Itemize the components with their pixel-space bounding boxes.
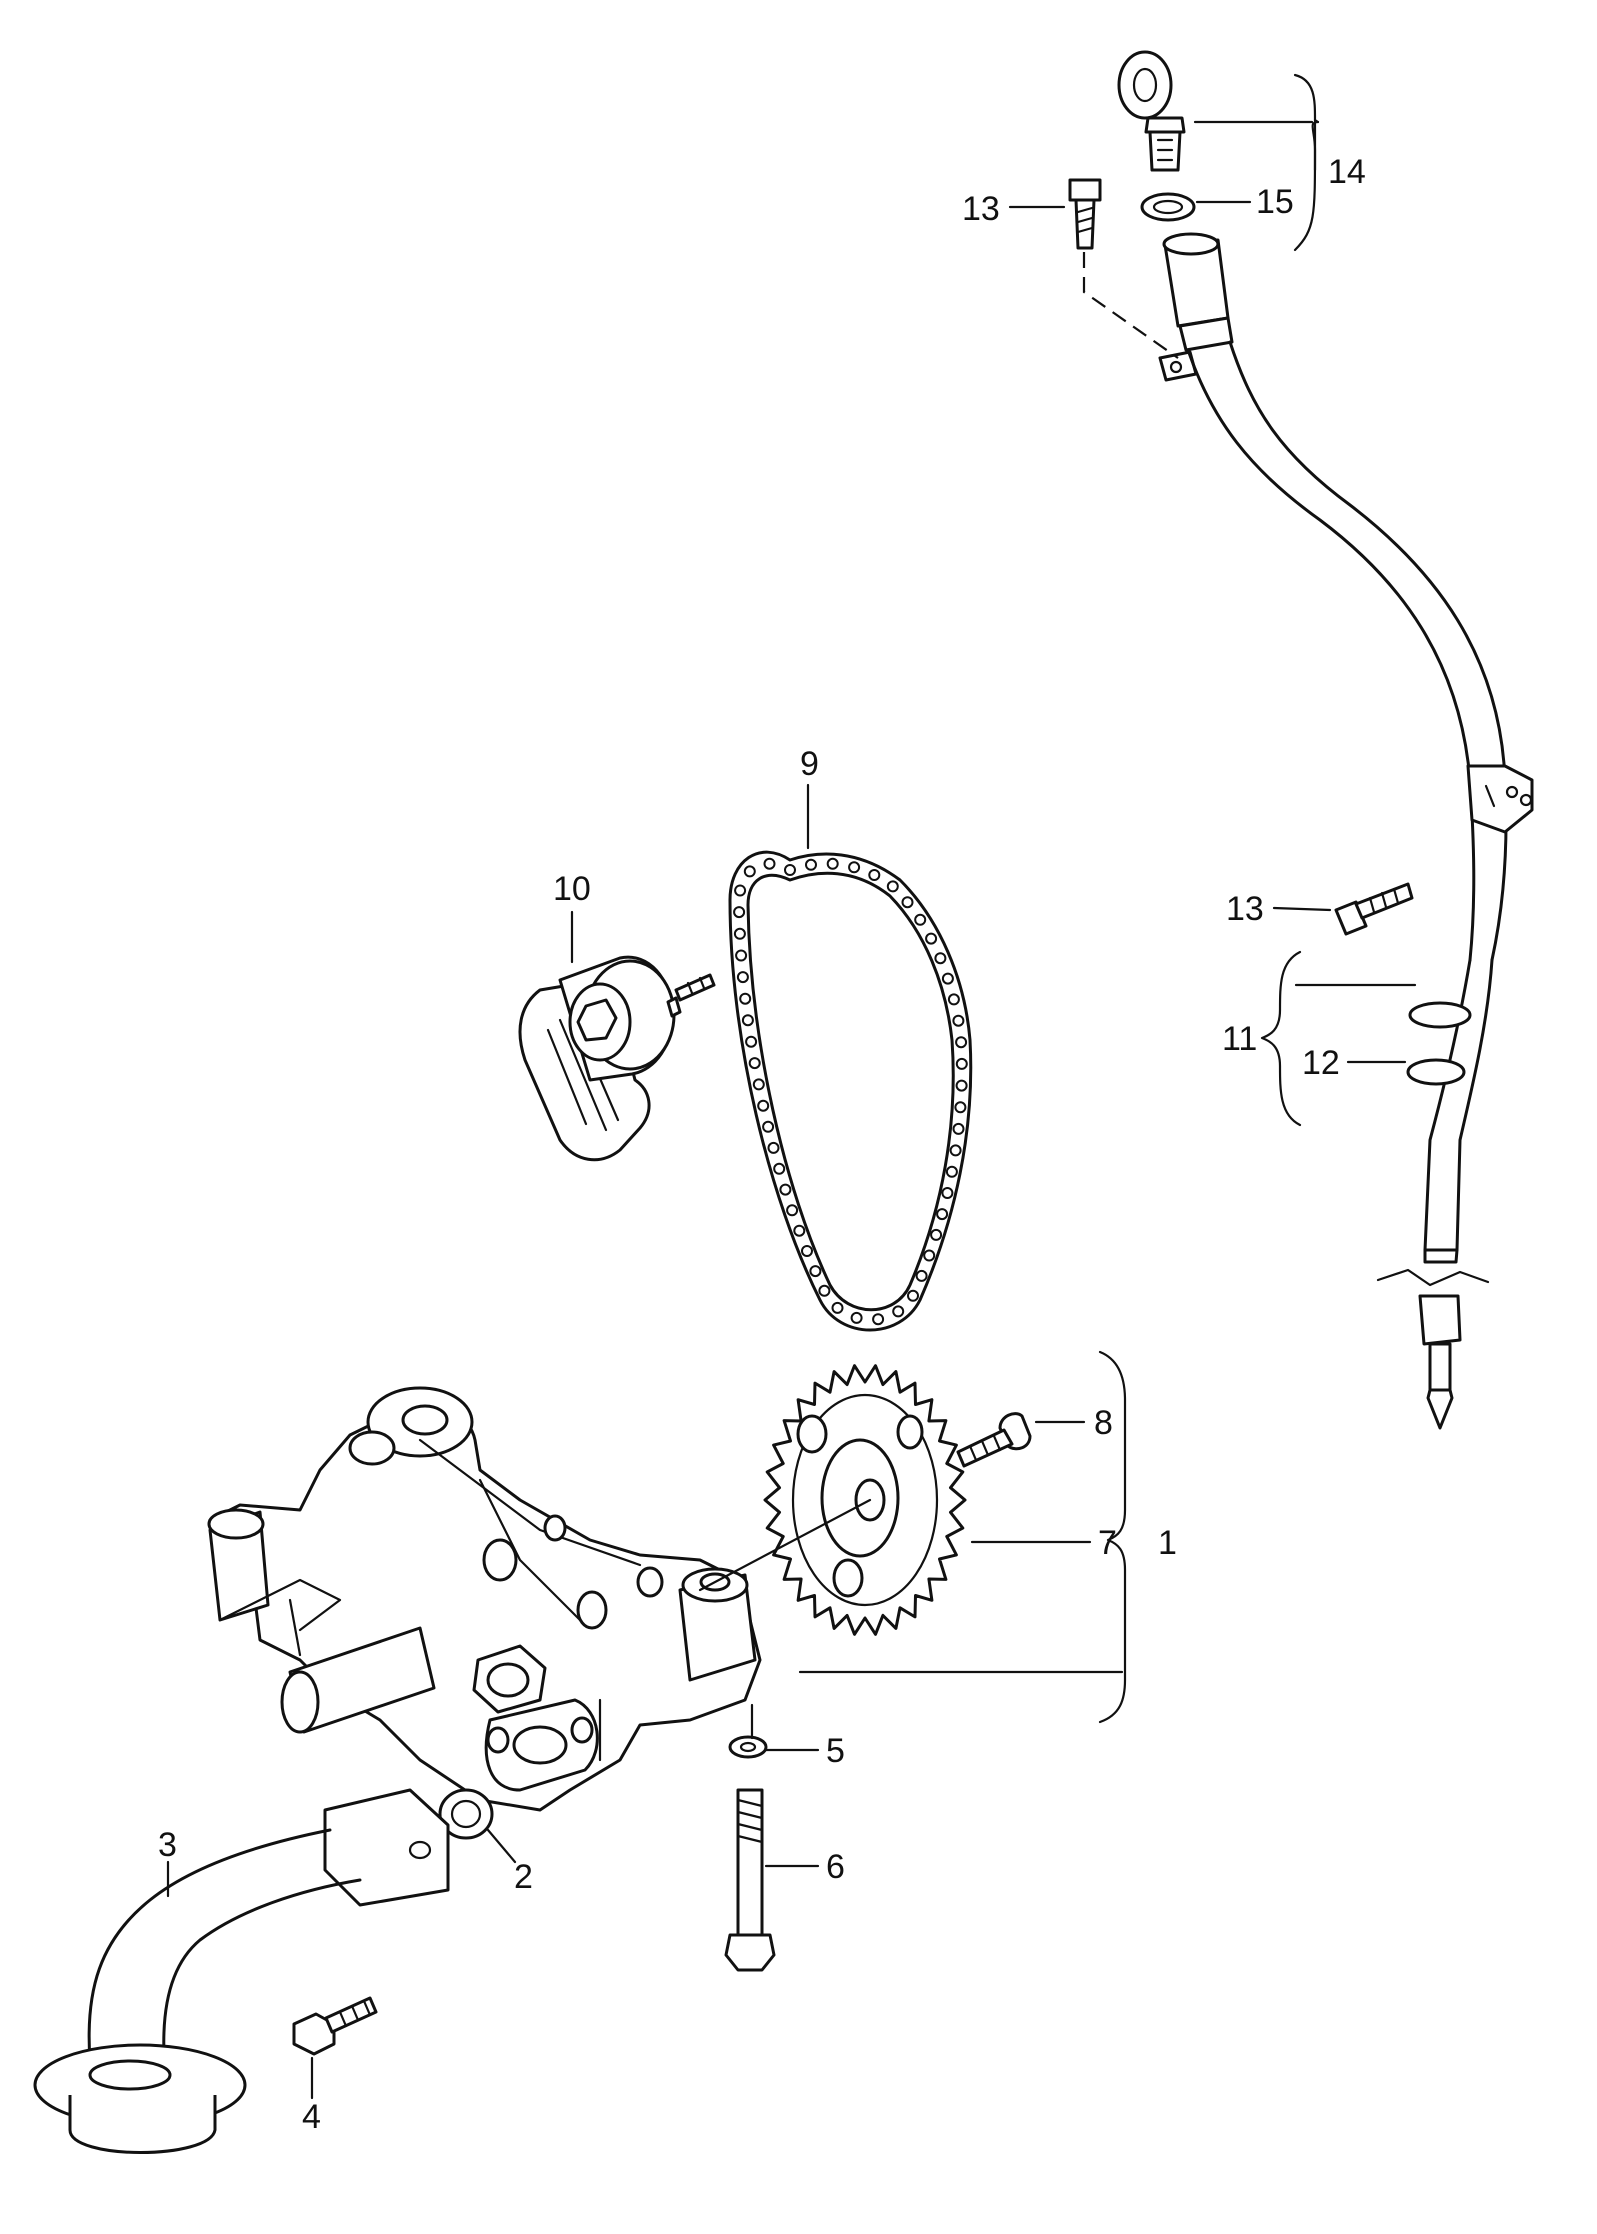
chain-link	[901, 896, 914, 909]
chain-link	[923, 1249, 936, 1262]
chain-link	[934, 952, 947, 965]
chain-link	[767, 1141, 780, 1154]
chain-link	[914, 913, 927, 926]
chain-link	[745, 1035, 758, 1048]
callout-6: 6	[826, 1848, 845, 1886]
chain-link	[739, 992, 752, 1005]
chain-link	[752, 1078, 765, 1091]
chain-link	[741, 1014, 754, 1027]
callout-12: 12	[1302, 1044, 1340, 1082]
chain-link	[773, 1162, 786, 1175]
chain-link	[955, 1079, 968, 1092]
chain-link	[757, 1099, 770, 1112]
seal-ring-icon	[438, 1788, 494, 1840]
chain-link	[886, 880, 899, 893]
chain-link	[945, 1165, 958, 1178]
chain-link	[955, 1036, 968, 1049]
chain-link	[947, 993, 960, 1006]
chain-link	[763, 857, 776, 870]
chain-link	[954, 1101, 967, 1114]
chain-link	[784, 864, 796, 876]
callout-13-top: 13	[962, 190, 1000, 228]
chain-link	[734, 884, 747, 897]
chain-link	[801, 1245, 813, 1257]
pickup-pipe-icon	[33, 1788, 450, 2154]
chain-link	[907, 1289, 919, 1302]
chain-link	[735, 949, 748, 962]
chain-link	[915, 1269, 928, 1282]
chain-link	[936, 1208, 949, 1221]
callout-11: 11	[1222, 1020, 1257, 1058]
bolt-icon	[1334, 882, 1414, 936]
bolt-icon	[956, 1412, 1032, 1468]
chain-link	[949, 1144, 962, 1157]
chain-link	[809, 1265, 822, 1278]
chain-link	[872, 1313, 885, 1326]
chain-icon	[728, 850, 973, 1332]
callout-8: 8	[1094, 1404, 1113, 1442]
leader-lines	[166, 73, 1417, 2100]
chain-link	[736, 971, 749, 984]
chain-link	[779, 1183, 792, 1196]
chain-link	[930, 1228, 943, 1241]
callout-14: 14	[1328, 153, 1366, 191]
chain-link	[733, 906, 746, 919]
seal-ring-icon	[1140, 192, 1196, 222]
chain-links	[733, 857, 968, 1326]
chain-link	[805, 858, 817, 871]
chain-link	[850, 1311, 863, 1324]
sprocket-icon	[763, 1364, 967, 1636]
chain-link	[762, 1120, 775, 1133]
bolt-icon	[292, 1996, 378, 2056]
chain-link	[793, 1224, 806, 1237]
chain-link	[743, 865, 756, 878]
chain-link	[952, 1122, 965, 1135]
chain-link	[786, 1204, 799, 1217]
callout-7: 7	[1098, 1524, 1117, 1562]
chain-link	[748, 1057, 761, 1070]
chain-link	[826, 857, 839, 870]
chain-link	[868, 869, 881, 881]
chain-link	[952, 1014, 965, 1027]
oil-pump-icon	[207, 1386, 762, 1812]
tensioner-icon	[518, 955, 716, 1162]
chain-link	[733, 927, 746, 940]
callout-9: 9	[800, 745, 819, 783]
callout-3: 3	[158, 1826, 177, 1864]
guide-tube-icon	[1158, 232, 1534, 1430]
seal-ring-icon	[728, 1735, 768, 1759]
callout-2: 2	[514, 1858, 533, 1896]
chain-link	[892, 1305, 905, 1318]
chain-link	[831, 1301, 844, 1314]
callout-13-mid: 13	[1226, 890, 1264, 928]
chain-link	[941, 1187, 954, 1199]
bolt-icon	[724, 1788, 776, 1972]
callout-5: 5	[826, 1732, 845, 1770]
chain-link	[941, 972, 954, 985]
chain-link	[955, 1057, 968, 1070]
callout-1: 1	[1158, 1524, 1177, 1562]
chain-link	[925, 932, 938, 945]
callout-10: 10	[553, 870, 591, 908]
chain-link	[848, 861, 861, 874]
chain-link	[818, 1284, 831, 1297]
bolt-icon	[1068, 178, 1102, 250]
dipstick-icon	[1117, 50, 1186, 172]
callout-15: 15	[1256, 183, 1294, 221]
callout-4: 4	[302, 2098, 321, 2136]
